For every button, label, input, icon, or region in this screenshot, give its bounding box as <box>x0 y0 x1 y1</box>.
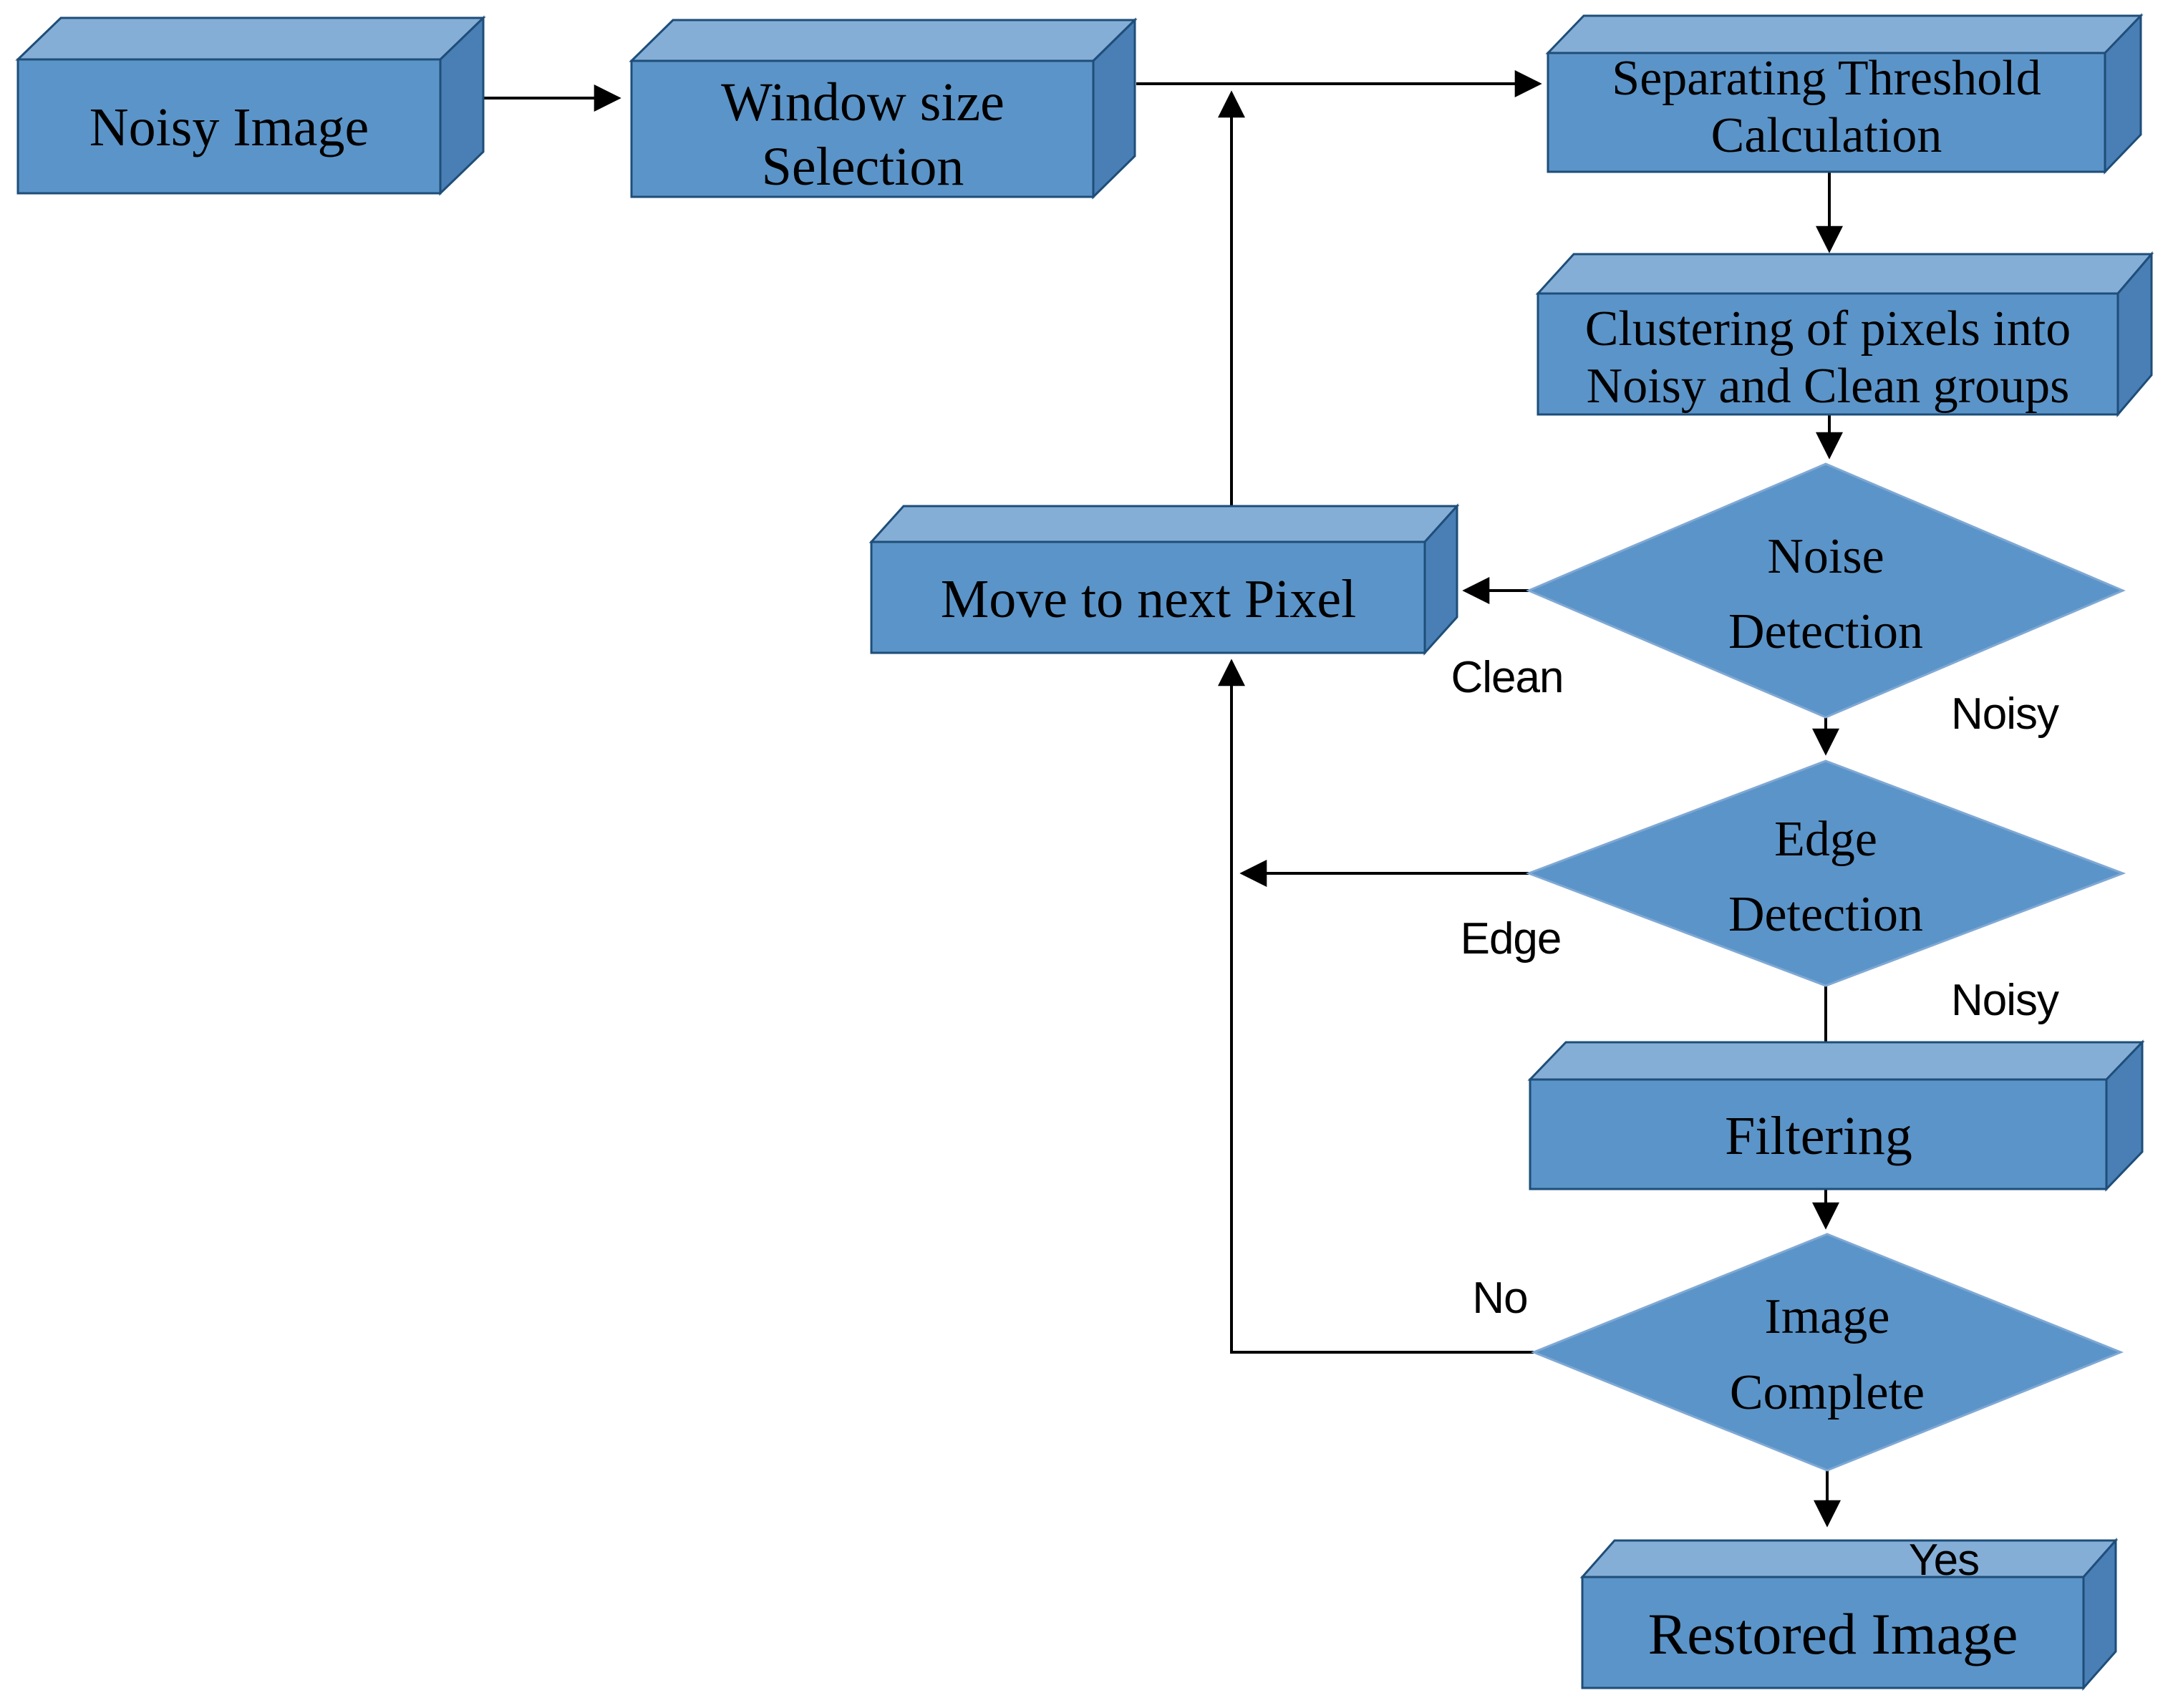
node-window-size-selection: Window size Selection <box>629 17 1138 200</box>
noise-detection-diamond <box>1526 462 2126 719</box>
noisy-image-label: Noisy Image <box>89 97 369 157</box>
clustering-label-line2: Noisy and Clean groups <box>1587 359 2070 414</box>
filtering-front-face <box>1529 1078 2108 1190</box>
connectors <box>483 70 1843 1528</box>
node-clustering: Clustering of pixels into Noisy and Clea… <box>1535 251 2154 418</box>
image-complete-diamond <box>1530 1233 2124 1472</box>
noise-detection-label-line2: Detection <box>1728 604 1923 659</box>
edge-label-clean: Clean <box>1451 653 1564 702</box>
connector-no-loop-to-move <box>1218 659 1534 1354</box>
noise-detection-label-line1: Noise <box>1767 529 1884 584</box>
restored-image-top-face <box>1579 1539 2119 1578</box>
node-move-to-next-pixel: Move to next Pixel <box>868 503 1460 656</box>
filtering-label: Filtering <box>1725 1106 1912 1166</box>
edge-labels: Clean Noisy Edge Noisy No Yes <box>1451 653 2061 1585</box>
separating-label-line2: Calculation <box>1711 108 1942 163</box>
node-noise-detection: Noise Detection <box>1526 462 2126 719</box>
edge-label-noisy-1: Noisy <box>1951 689 2059 739</box>
node-filtering: Filtering <box>1527 1039 2145 1192</box>
move-next-label: Move to next Pixel <box>941 569 1357 629</box>
window-size-front-face <box>630 59 1095 198</box>
node-image-complete: Image Complete <box>1530 1233 2124 1472</box>
node-separating-threshold: Separating Threshold Calculation <box>1545 13 2144 175</box>
edge-detection-diamond <box>1525 760 2126 987</box>
move-next-front-face <box>870 540 1426 654</box>
window-size-label-line1: Window size <box>721 72 1005 132</box>
separating-top-face <box>1545 14 2144 54</box>
image-complete-label-line2: Complete <box>1730 1365 1925 1420</box>
restored-image-label: Restored Image <box>1648 1601 2018 1666</box>
window-size-label-line2: Selection <box>762 137 964 197</box>
separating-label-line1: Separating Threshold <box>1612 51 2041 106</box>
edge-label-edge: Edge <box>1461 914 1562 964</box>
edge-label-noisy-2: Noisy <box>1951 976 2059 1025</box>
noisy-image-front-face <box>16 58 442 195</box>
edge-detection-label-line2: Detection <box>1728 887 1923 942</box>
filtering-top-face <box>1527 1041 2145 1081</box>
edge-label-no: No <box>1472 1273 1527 1323</box>
clustering-top-face <box>1535 253 2154 295</box>
clustering-label-line1: Clustering of pixels into <box>1585 301 2071 356</box>
move-next-top-face <box>868 505 1460 543</box>
edge-label-yes: Yes <box>1909 1535 1979 1585</box>
edge-detection-label-line1: Edge <box>1774 812 1877 867</box>
window-size-top-face <box>629 19 1138 62</box>
separating-front-face <box>1547 52 2106 173</box>
node-noisy-image: Noisy Image <box>15 15 486 196</box>
clustering-front-face <box>1536 292 2119 416</box>
node-restored-image: Restored Image <box>1579 1538 2119 1691</box>
node-edge-detection: Edge Detection <box>1525 760 2126 987</box>
image-complete-label-line1: Image <box>1765 1289 1890 1344</box>
restored-image-front-face <box>1581 1576 2085 1689</box>
noisy-image-top-face <box>15 16 486 61</box>
